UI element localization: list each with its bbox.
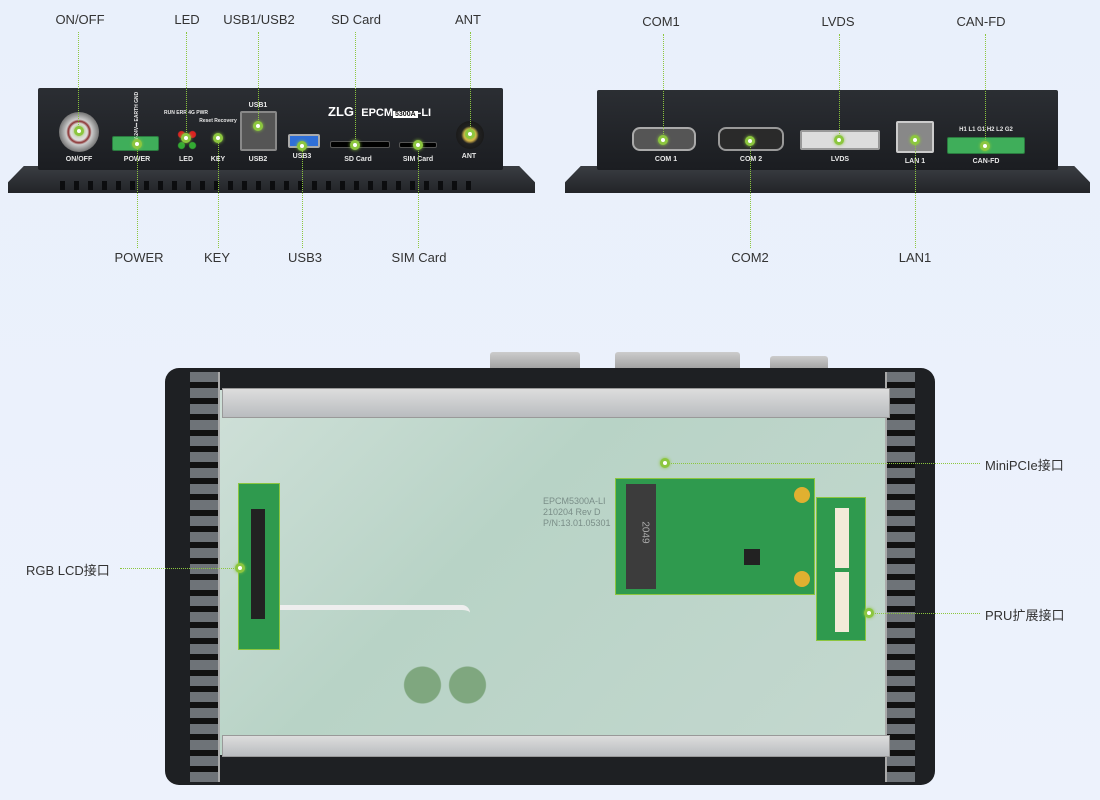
front-vents bbox=[60, 181, 480, 191]
enclosure-right-wall bbox=[885, 372, 915, 782]
leader-line bbox=[302, 146, 303, 248]
leader-line bbox=[258, 32, 259, 126]
leader-line bbox=[915, 140, 916, 248]
minipcie-slot bbox=[626, 484, 656, 589]
sd-card-print: SD Card bbox=[344, 156, 372, 163]
silk-rev: 210204 Rev D bbox=[543, 507, 601, 517]
leader-line bbox=[663, 34, 664, 140]
callout-power: POWER bbox=[114, 250, 164, 265]
board-silkscreen: EPCM5300A-LI 210204 Rev D P/N:13.01.0530… bbox=[543, 496, 611, 529]
leader-line bbox=[470, 32, 471, 134]
can-pins-print: H1 L1 G1 H2 L2 G2 bbox=[959, 127, 1013, 133]
callout-sim-card: SIM Card bbox=[391, 250, 447, 265]
can-fd-print: CAN-FD bbox=[972, 158, 1000, 165]
capacitors bbox=[400, 660, 490, 710]
top-rail bbox=[222, 388, 890, 418]
callout-on-off: ON/OFF bbox=[55, 12, 105, 27]
callout-usb3: USB3 bbox=[288, 250, 322, 265]
key-top-print: Reset Recovery bbox=[199, 118, 237, 124]
marker-sim-card bbox=[413, 140, 423, 150]
callout-com1: COM1 bbox=[642, 14, 680, 29]
marker-lan1 bbox=[910, 135, 920, 145]
pru-connector bbox=[835, 508, 849, 568]
antenna-connector bbox=[794, 487, 810, 503]
leader-line bbox=[218, 138, 219, 248]
top-connectors bbox=[615, 352, 740, 372]
leader-line bbox=[78, 32, 79, 131]
slot-number: 2049 bbox=[639, 521, 651, 544]
callout-ant: ANT bbox=[455, 12, 481, 27]
callout-lvds: LVDS bbox=[821, 14, 855, 29]
led-print: LED bbox=[179, 156, 193, 163]
cable bbox=[270, 605, 470, 621]
leader-line bbox=[869, 613, 980, 614]
marker-led bbox=[181, 133, 191, 143]
callout-lan1: LAN1 bbox=[898, 250, 932, 265]
leader-line bbox=[665, 463, 980, 464]
marker-minipcie bbox=[660, 458, 670, 468]
model-text: EPCM bbox=[361, 107, 394, 119]
marker-usb1 bbox=[253, 121, 263, 131]
marker-sd-card bbox=[350, 140, 360, 150]
leader-line bbox=[418, 145, 419, 248]
callout-can-fd: CAN-FD bbox=[956, 14, 1006, 29]
callout-sd-card: SD Card bbox=[331, 12, 381, 27]
pru-board bbox=[816, 497, 866, 641]
leader-line bbox=[985, 34, 986, 146]
callout-minipcie: MiniPCIe接口 bbox=[985, 458, 1064, 473]
brand-text: ZLG bbox=[328, 104, 354, 119]
sd-card-slot bbox=[330, 141, 390, 148]
leader-line bbox=[355, 32, 356, 145]
silk-model: EPCM5300A-LI bbox=[543, 496, 606, 506]
marker-power bbox=[132, 139, 142, 149]
marker-pru bbox=[864, 608, 874, 618]
pru-connector bbox=[835, 572, 849, 632]
back-device-base bbox=[565, 166, 1090, 193]
lvds-print: LVDS bbox=[830, 156, 850, 163]
marker-com2 bbox=[745, 136, 755, 146]
marker-lvds bbox=[834, 135, 844, 145]
ant-print: ANT bbox=[461, 153, 477, 160]
power-pins-print: 12V-24V⎓ EARTH GND bbox=[134, 91, 140, 147]
com2-print: COM 2 bbox=[739, 156, 763, 163]
marker-on-off bbox=[74, 126, 84, 136]
leader-line bbox=[186, 32, 187, 138]
leader-line bbox=[750, 141, 751, 248]
marker-ant bbox=[465, 129, 475, 139]
leader-line bbox=[839, 34, 840, 140]
fpc-connector bbox=[251, 509, 265, 619]
silk-pn: P/N:13.01.05301 bbox=[543, 518, 611, 528]
leader-line bbox=[120, 568, 240, 569]
callout-rgb-lcd: RGB LCD接口 bbox=[26, 563, 110, 578]
callout-pru: PRU扩展接口 bbox=[985, 608, 1065, 623]
marker-rgb-lcd bbox=[235, 563, 245, 573]
on-off-print: ON/OFF bbox=[65, 156, 93, 163]
marker-can-fd bbox=[980, 141, 990, 151]
callout-led: LED bbox=[174, 12, 200, 27]
model-suffix-text: -LI bbox=[417, 107, 432, 119]
com1-print: COM 1 bbox=[654, 156, 678, 163]
marker-com1 bbox=[658, 135, 668, 145]
model-box-text: 5300A bbox=[393, 111, 418, 118]
usb2-print: USB2 bbox=[248, 156, 268, 163]
bottom-rail bbox=[222, 735, 890, 757]
minipcie-card: 2049 bbox=[615, 478, 815, 595]
antenna-connector bbox=[794, 571, 810, 587]
callout-key: KEY bbox=[203, 250, 231, 265]
callout-usb1-usb2: USB1/USB2 bbox=[223, 12, 295, 27]
marker-key bbox=[213, 133, 223, 143]
rgb-lcd-board bbox=[238, 483, 280, 650]
marker-usb3 bbox=[297, 141, 307, 151]
leader-line bbox=[137, 144, 138, 248]
callout-com2: COM2 bbox=[731, 250, 769, 265]
top-connectors bbox=[490, 352, 580, 372]
enclosure-left-wall bbox=[190, 372, 220, 782]
chip bbox=[744, 549, 760, 565]
